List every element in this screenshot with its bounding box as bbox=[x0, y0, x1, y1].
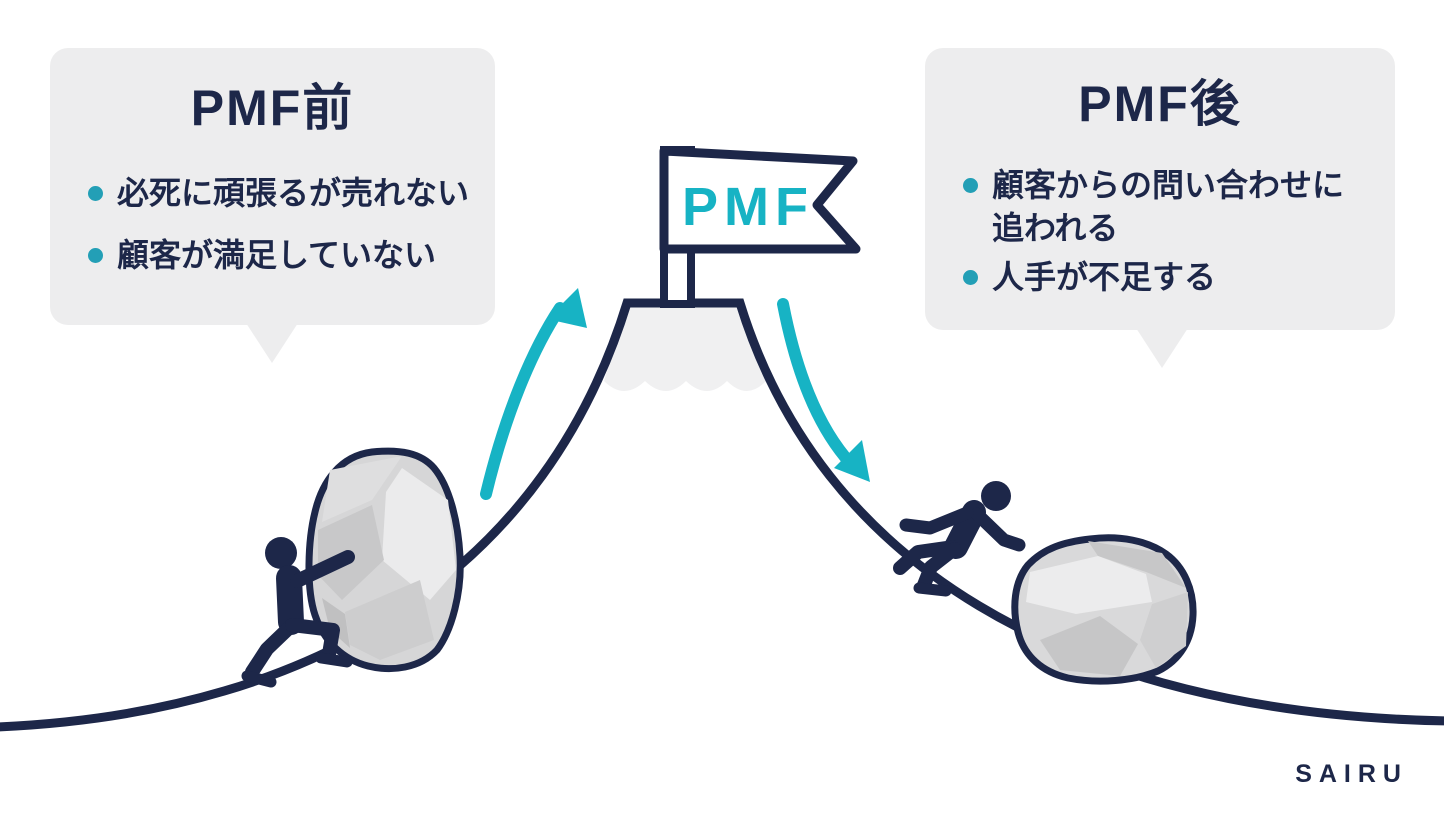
list-item: 顧客が満足していない bbox=[88, 234, 475, 276]
runner-rear-arm bbox=[899, 506, 974, 535]
ascent-arrow-head bbox=[547, 288, 587, 328]
descent-arrow bbox=[777, 298, 870, 482]
descent-arrow-shaft bbox=[777, 298, 851, 463]
ascent-arrow-shaft bbox=[480, 302, 566, 500]
list-item-line: 顧客からの問い合わせに bbox=[992, 166, 1345, 203]
boulder-right bbox=[1011, 534, 1197, 685]
pmf-before-bubble: PMF前 必死に頑張るが売れない 顧客が満足していない bbox=[50, 48, 495, 363]
list-item: 必死に頑張るが売れない bbox=[88, 172, 475, 214]
bubble-tail bbox=[246, 323, 298, 363]
rock-facet bbox=[1026, 556, 1152, 614]
flag-label: PMF bbox=[682, 177, 814, 237]
list-item-text: 必死に頑張るが売れない bbox=[117, 174, 470, 211]
snow-cap bbox=[604, 303, 766, 391]
descent-arrow-head bbox=[834, 440, 870, 482]
runner-figure bbox=[893, 481, 1026, 597]
pusher-torso bbox=[276, 565, 304, 635]
pmf-after-bubble: PMF後 顧客からの問い合わせに 追われる 人手が不足する bbox=[925, 48, 1395, 368]
pmf-after-list: 顧客からの問い合わせに 追われる 人手が不足する bbox=[925, 164, 1395, 299]
sairu-logo: SAIRU bbox=[1295, 760, 1408, 788]
rock-facet bbox=[345, 580, 434, 660]
rock-facet bbox=[382, 468, 456, 600]
pusher-back-foot bbox=[241, 670, 277, 688]
list-item: 人手が不足する bbox=[963, 256, 1375, 299]
runner-front-foot bbox=[913, 582, 952, 597]
ascent-arrow bbox=[480, 288, 587, 500]
pusher-arm bbox=[290, 550, 355, 588]
runner-rear-leg bbox=[893, 540, 960, 575]
bullet-dot bbox=[963, 269, 978, 285]
pmf-after-title: PMF後 bbox=[1078, 76, 1242, 132]
rock-facet bbox=[1040, 616, 1138, 676]
pusher-front-foot bbox=[315, 652, 353, 668]
list-item-text: 顧客からの問い合わせに 追われる bbox=[992, 164, 1344, 250]
bullet-dot bbox=[88, 247, 103, 263]
pmf-flag: PMF bbox=[659, 146, 861, 254]
bullet-dot bbox=[963, 177, 978, 193]
list-item: 顧客からの問い合わせに 追われる bbox=[963, 164, 1375, 250]
bubble-tail bbox=[1136, 328, 1188, 368]
runner-front-arm bbox=[970, 507, 1026, 552]
pmf-before-title: PMF前 bbox=[190, 80, 355, 136]
rock-facet bbox=[322, 598, 350, 648]
pusher-head bbox=[265, 537, 297, 569]
pusher-figure bbox=[241, 537, 355, 688]
list-item-text: 顧客が満足していない bbox=[117, 236, 437, 273]
rock-facet bbox=[1088, 541, 1186, 588]
pusher-back-leg bbox=[245, 618, 299, 679]
runner-front-leg bbox=[917, 542, 961, 592]
pusher-front-leg bbox=[285, 618, 340, 661]
runner-head bbox=[981, 481, 1011, 511]
pmf-before-list: 必死に頑張るが売れない 顧客が満足していない bbox=[50, 172, 495, 276]
bullet-dot bbox=[88, 185, 103, 201]
list-item-line: 追われる bbox=[992, 209, 1119, 246]
list-item-text: 人手が不足する bbox=[992, 258, 1217, 295]
flag-shape bbox=[659, 146, 861, 254]
rock-facet bbox=[1140, 592, 1188, 668]
rock-facet bbox=[322, 456, 402, 522]
